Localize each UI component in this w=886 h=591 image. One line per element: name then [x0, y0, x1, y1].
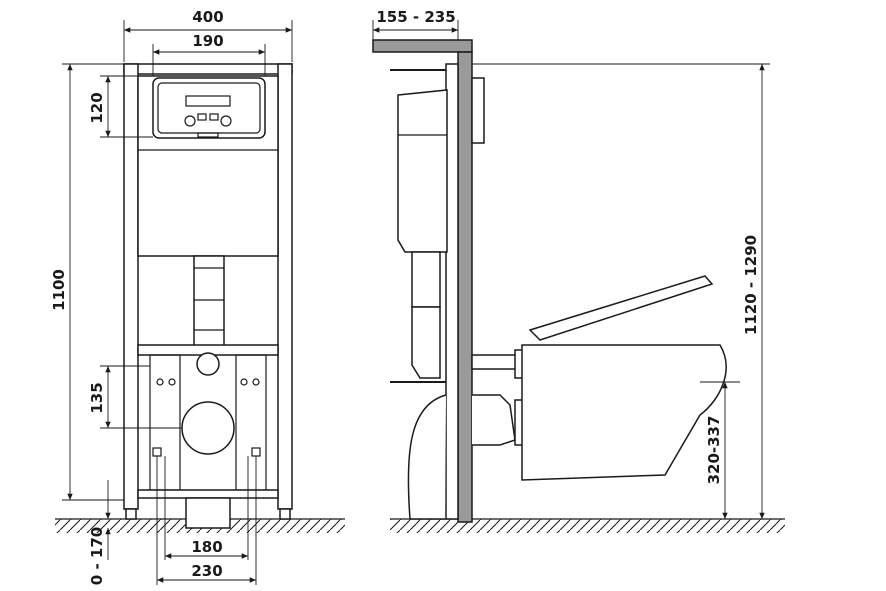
dim-155-235: 155 - 235 [376, 8, 455, 26]
dim-230: 230 [191, 562, 222, 580]
flush-pipe [193, 255, 225, 347]
right-foot [279, 508, 291, 520]
drain-connector [472, 394, 516, 446]
toilet-seat-lid [528, 275, 714, 341]
dim-190: 190 [192, 32, 223, 50]
bolt-left [152, 447, 162, 457]
cistern-side [397, 89, 448, 253]
front-view: 400 190 1100 120 135 0 - 170 180 230 [50, 8, 345, 585]
dim-400: 400 [192, 8, 223, 26]
dim-320-337: 320-337 [705, 416, 723, 485]
inlet-pipe [196, 352, 220, 376]
dim-135: 135 [88, 382, 106, 413]
flush-pipe-side [411, 251, 441, 308]
frame-post-side [445, 63, 459, 520]
flush-panel [152, 77, 266, 139]
left-foot [125, 508, 137, 520]
side-view: 155 - 235 1120 - 1290 320-337 [372, 8, 785, 533]
drain-opening [181, 401, 235, 455]
drain-bend [407, 394, 447, 520]
dim-1100: 1100 [50, 269, 68, 311]
frame-right-post [277, 63, 293, 510]
frame-top-bar [123, 63, 293, 75]
panel-slot [185, 95, 231, 107]
toilet-bowl [521, 344, 727, 481]
frame-left-post [123, 63, 139, 510]
dim-1120-1290: 1120 - 1290 [742, 235, 760, 335]
bolt-right [251, 447, 261, 457]
wall-top-cap [372, 39, 473, 53]
dim-0-170: 0 - 170 [88, 527, 106, 585]
dim-120: 120 [88, 92, 106, 123]
wall-panel [457, 51, 473, 523]
dim-180: 180 [191, 538, 222, 556]
floor-hatch-side [390, 519, 785, 533]
bottom-crossbar [137, 489, 279, 499]
